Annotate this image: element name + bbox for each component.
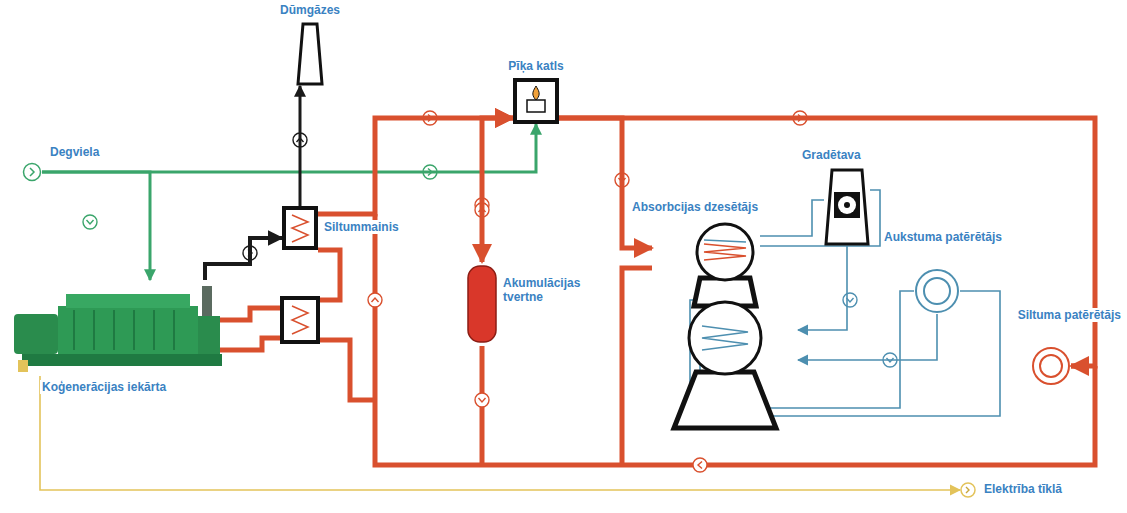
chp-engine: Koģenerācijas iekārta <box>14 280 226 376</box>
flow-markers <box>83 111 897 472</box>
chp-engine-outline <box>14 280 226 376</box>
hx-link <box>318 340 375 400</box>
flow-marker <box>843 293 857 307</box>
node-label: Siltuma patērētājs <box>1016 308 1123 322</box>
pipe-connector <box>798 246 847 330</box>
pipe-connector <box>205 238 282 280</box>
node-label: Aukstuma patērētājs <box>882 230 1004 244</box>
flow-marker <box>368 293 382 307</box>
pipe-connector <box>299 86 302 206</box>
storage-tank: Akumulācijas tvertne <box>467 262 497 346</box>
heat-exchanger <box>282 298 318 342</box>
cold-consumer: Aukstuma patērētājs <box>914 268 960 314</box>
pipe-connector <box>798 314 937 360</box>
chimney-outline <box>297 22 323 86</box>
flow-marker <box>475 393 489 407</box>
grid-output: Elektrība tīklā <box>960 482 976 498</box>
absorption-chiller-outline <box>652 222 798 430</box>
fuel-inlet: Degviela <box>22 162 42 182</box>
node-label: Gradētava <box>800 148 863 162</box>
pipe-connector <box>559 118 1095 366</box>
chimney: Dūmgāzes <box>297 22 323 86</box>
absorption-chiller: Absorbcijas dzesētājs <box>652 222 798 430</box>
hx-link <box>318 250 340 300</box>
pipe-connector <box>42 172 150 280</box>
node-label: Siltummainis <box>322 220 401 234</box>
node-label: Dūmgāzes <box>278 3 342 17</box>
heat-exchanger-coil <box>292 306 308 334</box>
heat-consumer: Siltuma patērētājs <box>1031 346 1071 386</box>
pipe-connector <box>40 376 960 490</box>
node-label: Pīķa katls <box>506 59 565 73</box>
storage-tank-outline <box>467 262 497 346</box>
pipe-connector <box>42 124 536 172</box>
node-label: Degviela <box>48 145 101 159</box>
node-label: Absorbcijas dzesētājs <box>630 200 760 214</box>
boiler-outline <box>513 78 559 124</box>
fuel-inlet-outline <box>22 162 42 182</box>
cooling-tower: Gradētava <box>824 168 870 246</box>
heat-exchanger: Siltummainis <box>282 206 318 250</box>
heat-exchanger-outline <box>282 206 318 250</box>
pipe-connector <box>559 118 652 248</box>
heat-consumer-outline <box>1031 346 1071 386</box>
node-label: Koģenerācijas iekārta <box>40 380 168 394</box>
pipe-connector <box>482 118 513 262</box>
cold-consumer-outline <box>914 268 960 314</box>
node-label: Akumulācijas tvertne <box>501 276 589 304</box>
cooling-pipe <box>760 200 824 236</box>
absorber-return <box>622 268 652 465</box>
node-label: Elektrība tīklā <box>982 482 1064 496</box>
grid-output-outline <box>960 482 976 498</box>
flow-marker <box>693 458 707 472</box>
flow-marker <box>83 215 97 229</box>
cooling-tower-outline <box>824 168 870 246</box>
boiler: Pīķa katls <box>513 78 559 124</box>
